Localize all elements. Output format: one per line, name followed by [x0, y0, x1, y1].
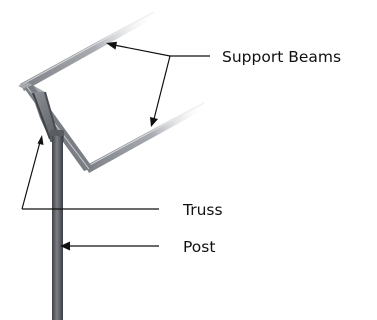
truss-arrowhead	[37, 135, 44, 145]
support-beams-label: Support Beams	[222, 48, 341, 66]
upper-beam-arrowhead	[106, 41, 117, 50]
upper-support-beam	[20, 10, 158, 91]
support-beams-leader-upper	[113, 44, 171, 57]
leader-lines	[21, 44, 210, 247]
lower-support-beam	[85, 101, 208, 173]
arrowheads	[37, 41, 158, 251]
support-beams-leader-lower	[153, 55, 171, 120]
truss-leader-vertical	[21, 141, 41, 210]
mount-structure	[18, 10, 208, 320]
lower-beam-arrowhead	[150, 117, 158, 127]
post-label: Post	[183, 238, 215, 256]
truss-label: Truss	[182, 201, 223, 219]
post-shaft	[52, 136, 63, 320]
post-arrowhead	[60, 241, 70, 251]
